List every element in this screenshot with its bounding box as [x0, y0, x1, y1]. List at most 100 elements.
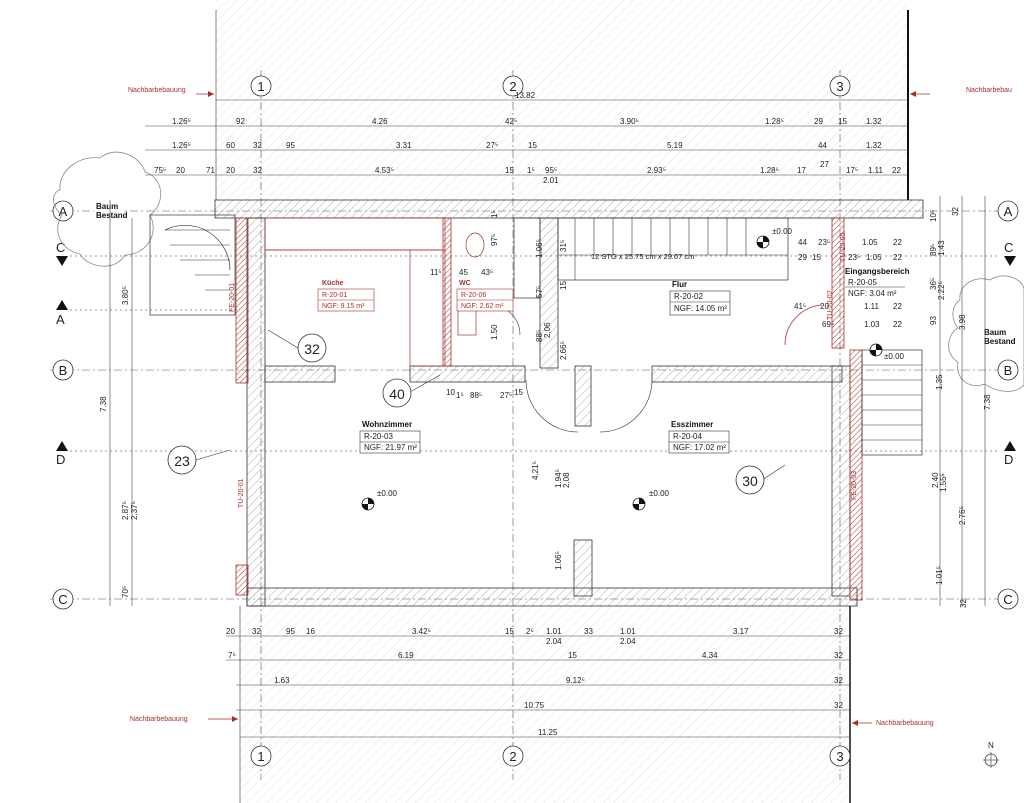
svg-text:17: 17 [797, 166, 806, 175]
svg-text:17⁵: 17⁵ [846, 166, 858, 175]
room-eingangsbereich: Eingangsbereich R-20-05 NGF: 3.04 m² [845, 266, 910, 300]
svg-text:10: 10 [446, 388, 455, 397]
dim-top-row-2: 1.26⁵ 60 32 95 3.31 27⁵ 15 5.19 44 1.32 [145, 141, 908, 151]
svg-text:41⁵: 41⁵ [794, 302, 806, 311]
svg-text:1.28⁵: 1.28⁵ [760, 166, 779, 175]
tag-fe-20-03: FE-20-03 [851, 471, 858, 500]
svg-text:1: 1 [257, 749, 264, 764]
svg-text:4.21⁵: 4.21⁵ [531, 461, 540, 480]
grid-col-3-bottom: 3 [829, 745, 851, 767]
svg-text:4.34: 4.34 [702, 651, 718, 660]
callout-30: 30 [735, 464, 786, 495]
svg-text:15: 15 [505, 627, 514, 636]
svg-text:2.87⁵: 2.87⁵ [121, 501, 130, 520]
svg-text:D: D [56, 452, 65, 467]
svg-text:7⁵: 7⁵ [228, 651, 236, 660]
tag-fe-20-01: FE-20-01 [229, 283, 236, 312]
svg-text:32: 32 [834, 676, 843, 685]
dim-top-row-1: 1.26⁵ 92 4.26 42⁵ 3.90⁵ 1.28⁵ 29 15 1.32 [145, 117, 908, 127]
svg-text:9.12⁵: 9.12⁵ [566, 676, 585, 685]
svg-text:32: 32 [834, 701, 843, 710]
svg-text:1.26⁵: 1.26⁵ [172, 117, 191, 126]
svg-text:11.25: 11.25 [538, 728, 558, 737]
svg-text:88⁵: 88⁵ [470, 391, 482, 400]
svg-text:1.05: 1.05 [862, 238, 878, 247]
svg-text:1.03: 1.03 [864, 320, 880, 329]
grid-row-A-right: A [997, 200, 1019, 222]
svg-text:44: 44 [818, 141, 827, 150]
dim-right: 10⁵ 32 89⁵ 1.43 36⁵ 2.22⁵ 93 3.98 1.35 7… [929, 196, 992, 608]
svg-text:Flur: Flur [672, 280, 687, 289]
svg-text:R-20-03: R-20-03 [364, 432, 393, 441]
svg-text:95: 95 [286, 627, 295, 636]
section-mark-C-right: C [1004, 240, 1016, 266]
svg-text:1.63: 1.63 [274, 676, 290, 685]
outdoor-stair-left [149, 214, 236, 316]
dim-bottom-row-3: 1.63 9.12⁵ 32 [236, 676, 850, 686]
svg-text:5.19: 5.19 [667, 141, 683, 150]
svg-text:70⁵: 70⁵ [121, 586, 130, 598]
svg-text:10⁵: 10⁵ [929, 210, 938, 222]
dim-bottom-overall: 11.25 [240, 728, 850, 738]
svg-text:2.93⁵: 2.93⁵ [647, 166, 666, 175]
room-wohnzimmer: Wohnzimmer R-20-03 NGF: 21.97 m² [359, 420, 421, 454]
svg-text:±0.00: ±0.00 [649, 489, 670, 498]
svg-text:15: 15 [812, 253, 821, 262]
svg-text:43⁵: 43⁵ [481, 268, 493, 277]
svg-text:27⁵: 27⁵ [486, 141, 498, 150]
svg-text:69⁵: 69⁵ [822, 320, 834, 329]
grid-row-C-left: C [52, 588, 74, 610]
svg-text:42⁵: 42⁵ [505, 117, 517, 126]
dim-top-row-3: 75⁵ 20 71 20 32 4.53⁵ 15 1⁵ 95⁵ 2.01 2.9… [145, 160, 908, 185]
svg-text:32: 32 [304, 341, 320, 357]
door-swing-dining [599, 379, 653, 433]
svg-text:3.31: 3.31 [396, 141, 412, 150]
svg-text:1.32: 1.32 [866, 141, 882, 150]
facade-wall-left-top [235, 217, 249, 384]
svg-text:1.06⁵: 1.06⁵ [535, 239, 544, 258]
svg-text:1⁵: 1⁵ [527, 166, 535, 175]
svg-text:15: 15 [528, 141, 537, 150]
stair-label: 12 STG x 25.75 cm x 29.07 cm [591, 252, 694, 261]
svg-text:4.53⁵: 4.53⁵ [375, 166, 394, 175]
neighbor-label-top-left: Nachbarbebauung [128, 87, 186, 94]
svg-text:A: A [59, 204, 68, 219]
svg-text:23⁵: 23⁵ [818, 238, 830, 247]
inner-dimensions: 11⁵ 45 43⁵ 1⁵ 97⁵ 1.06⁵ 31⁵ 57⁵ 15 1.50 … [430, 210, 902, 570]
svg-text:75⁵: 75⁵ [154, 166, 166, 175]
grid-col-3-top: 3 [829, 75, 851, 97]
tag-tu-20-01: TU-20-01 [238, 478, 245, 508]
svg-text:20: 20 [176, 166, 185, 175]
svg-text:32: 32 [951, 207, 960, 216]
svg-text:57⁵: 57⁵ [535, 286, 544, 298]
svg-text:93: 93 [929, 316, 938, 325]
main-staircase: 12 STG x 25.75 cm x 29.07 cm [513, 217, 789, 299]
svg-text:2.08: 2.08 [562, 472, 571, 488]
svg-text:30: 30 [742, 473, 758, 489]
neighbor-hatch-bottom [240, 606, 850, 803]
svg-text:27: 27 [820, 160, 829, 169]
svg-text:32: 32 [959, 599, 968, 608]
svg-text:1.28⁵: 1.28⁵ [765, 117, 784, 126]
svg-text:44: 44 [798, 238, 807, 247]
svg-text:97⁵: 97⁵ [490, 234, 499, 246]
svg-text:3: 3 [836, 749, 843, 764]
svg-text:1.06⁵: 1.06⁵ [554, 551, 563, 570]
svg-text:1.43: 1.43 [937, 240, 946, 256]
svg-text:20: 20 [820, 302, 829, 311]
svg-text:2.06: 2.06 [543, 322, 552, 338]
section-mark-D-left: D [56, 441, 68, 467]
entrance-wall [831, 217, 845, 349]
section-mark-A-left: A [56, 300, 68, 327]
svg-text:16: 16 [306, 627, 315, 636]
svg-text:1.50: 1.50 [490, 324, 499, 340]
svg-text:33: 33 [584, 627, 593, 636]
svg-text:NGF: 14.05 m²: NGF: 14.05 m² [674, 304, 727, 313]
svg-text:40: 40 [389, 386, 405, 402]
dim-top-overall: 13.82 [216, 91, 908, 101]
svg-text:Wohnzimmer: Wohnzimmer [362, 420, 412, 429]
section-mark-C-left: C [56, 240, 68, 266]
grid-col-2-top: 2 [502, 75, 524, 97]
dim-bottom-row-1: 20 32 95 16 3.42⁵ 15 2⁵ 1.01 2.04 33 1.0… [226, 627, 850, 646]
svg-text:NGF: 17.02 m²: NGF: 17.02 m² [673, 443, 726, 452]
